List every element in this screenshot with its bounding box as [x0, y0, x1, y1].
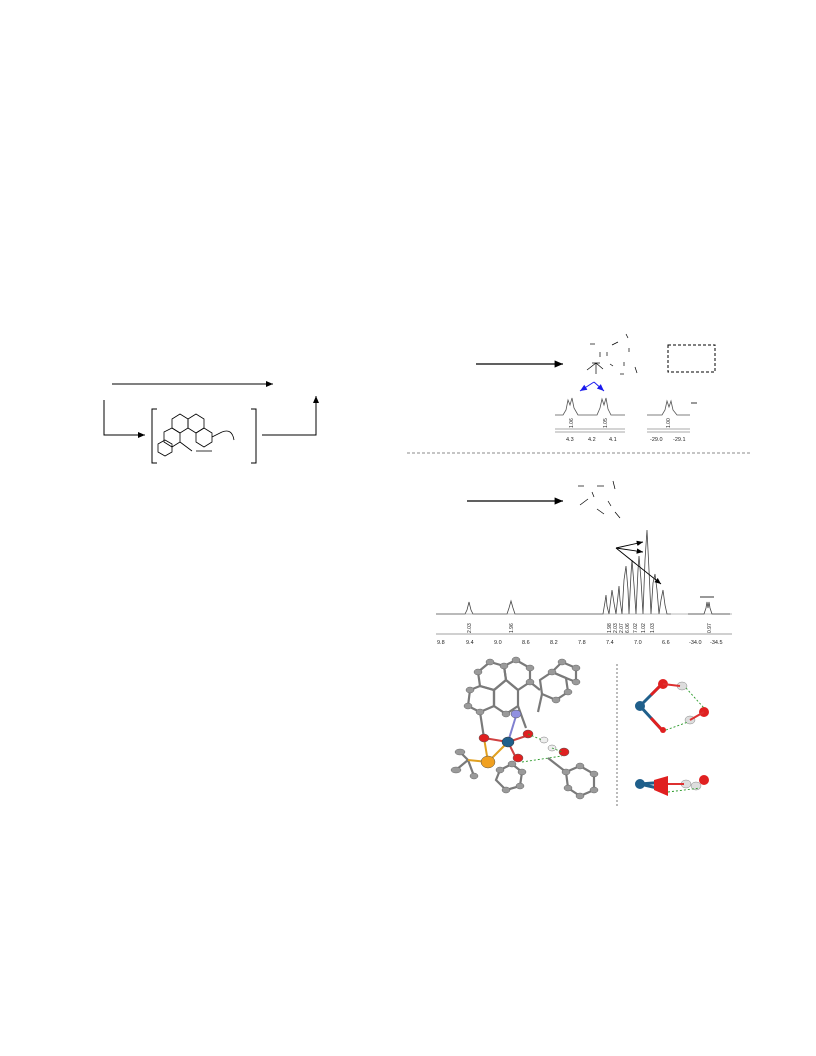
- integral-c-8: 1.03: [650, 623, 656, 633]
- integral-c-1: 1.96: [509, 623, 515, 633]
- integral-c-2: 1.98: [607, 623, 613, 633]
- phosphorus-atom: [480, 755, 496, 769]
- oxygen-atom: [558, 747, 570, 757]
- hydrogen-atom: [539, 736, 549, 744]
- metal-atom: [501, 736, 515, 748]
- down-right-arrow: [103, 400, 145, 438]
- integral-c-7: 1.02: [641, 623, 647, 633]
- tick-b-0: -29.0: [650, 437, 663, 443]
- tick-c-5: 7.8: [578, 640, 586, 646]
- right-bracket: [251, 408, 257, 464]
- nmr-spectrum-c: 2.03 1.96 1.98 2.03 2.07 6.06 7.02 1.02 …: [436, 529, 732, 646]
- spectrum-a-trace: [555, 397, 625, 416]
- tick-c-3: 8.6: [522, 640, 530, 646]
- oxygen-atom: [478, 733, 490, 743]
- tick-d-1: -34.5: [710, 640, 723, 646]
- tick-c-0: 9.8: [437, 640, 445, 646]
- left-reaction-scheme: [103, 381, 319, 464]
- spectrum-c-trace: [436, 529, 671, 615]
- dashed-box: [667, 344, 716, 373]
- integral-c-6: 7.02: [633, 623, 639, 633]
- spectrum-d-trace: [688, 601, 730, 615]
- tick-c-4: 8.2: [550, 640, 558, 646]
- tick-c-1: 9.4: [466, 640, 474, 646]
- product-structure-middle: [578, 480, 621, 519]
- carbon-atoms: [450, 656, 599, 800]
- nmr-spectrum-b: 1.00 -29.0 -29.1: [647, 399, 697, 443]
- tick-d-0: -34.0: [689, 640, 702, 646]
- middle-right-scheme: [467, 480, 621, 519]
- core-fragment-top: [635, 679, 709, 733]
- tick-c-7: 7.0: [634, 640, 642, 646]
- tick-b-1: -29.1: [673, 437, 686, 443]
- tick-c-6: 7.4: [606, 640, 614, 646]
- integral-d-0: 0.97: [707, 623, 713, 633]
- nitrogen-atom: [510, 709, 522, 719]
- tick-c-8: 6.6: [662, 640, 670, 646]
- spectrum-b-trace: [647, 399, 690, 416]
- left-bracket: [151, 408, 157, 464]
- tick-a-2: 4.1: [609, 437, 617, 443]
- tick-a-0: 4.3: [566, 437, 574, 443]
- integral-b-0: 1.00: [666, 418, 672, 428]
- nmr-spectrum-a: 1.06 1.05 4.3 4.2 4.1: [555, 397, 625, 443]
- integral-a-1: 1.05: [603, 418, 609, 428]
- blue-arrow-right: [593, 381, 605, 392]
- tick-c-2: 9.0: [494, 640, 502, 646]
- core-fragment-bottom: [635, 775, 709, 796]
- integral-a-0: 1.06: [569, 418, 575, 428]
- integral-c-4: 2.07: [619, 623, 625, 633]
- integral-c-3: 2.03: [613, 623, 619, 633]
- oxygen-atom: [512, 753, 524, 763]
- intermediate-structure: [157, 413, 235, 457]
- integral-c-0: 2.03: [467, 623, 473, 633]
- blue-arrow-left: [579, 381, 595, 392]
- integral-c-5: 6.06: [625, 623, 631, 633]
- product-structure-top: [586, 333, 638, 375]
- crystal-structure: [450, 656, 599, 800]
- right-up-arrow: [262, 396, 319, 436]
- top-right-scheme: [476, 333, 716, 392]
- tick-a-1: 4.2: [588, 437, 596, 443]
